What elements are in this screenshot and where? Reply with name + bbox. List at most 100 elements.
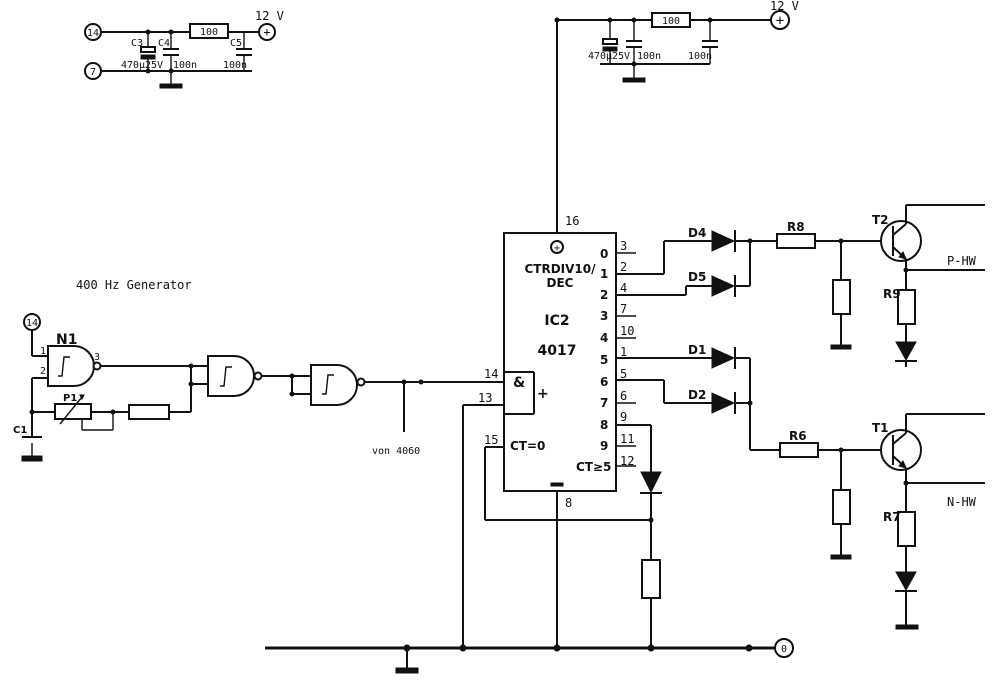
vout-terminal-right (770, 10, 790, 30)
resistor-d3-series (641, 559, 661, 599)
diode-d2-label: D2 (688, 388, 706, 402)
resistor-r8-pulldown (832, 279, 851, 315)
r8-label: R8 (787, 220, 805, 234)
node-14-label: 14 (87, 28, 99, 39)
c-right-3-value: 100n (688, 51, 712, 62)
ic2-out-4: 4 (600, 331, 608, 345)
gen-node-14-label: 14 (26, 318, 38, 329)
c4-label: C4 (158, 38, 170, 49)
diode-d4-label: D4 (688, 226, 706, 240)
ic2-pin-7: 7 (620, 302, 627, 316)
vout-terminal-left (258, 23, 276, 41)
node-0-terminal (774, 638, 794, 658)
diode-d2 (711, 392, 736, 414)
ic2-pin-3: 3 (620, 239, 627, 253)
supply-resistor-left-value: 100 (200, 27, 218, 38)
supply-filter-right: 100 + 12 V 470µ 25V 100n 100n (554, 0, 799, 233)
ground-symbol-left-supply (159, 83, 183, 89)
transistor-t1 (880, 429, 922, 471)
ground-bus: 0 (265, 638, 794, 674)
resistor-r8 (776, 233, 816, 249)
ic2-pin-1: 1 (620, 345, 627, 359)
output-stage: R8 T2 P-HW R9 R6 (776, 204, 985, 630)
diode-network: D4 D5 D1 D2 (616, 226, 780, 648)
ic2-pin-14: 14 (484, 367, 498, 381)
generator-resistor (128, 404, 170, 420)
t2-label: T2 (872, 213, 889, 227)
ic2-ct0: CT=0 (510, 439, 545, 453)
ground-symbol-main (395, 667, 419, 674)
ic2-pin-9: 9 (620, 410, 627, 424)
c1-label: C1 (13, 425, 27, 436)
ic2-pin-16: 16 (565, 214, 579, 228)
ic2-out-1: 1 (600, 267, 608, 281)
diode-d3 (640, 471, 662, 494)
diode-d1 (711, 347, 736, 369)
ic2-ct5: CT≥5 (576, 460, 611, 474)
ic2-out-7: 7 (600, 396, 608, 410)
ic2-pin-6: 6 (620, 389, 627, 403)
gate-n1 (47, 345, 95, 387)
diode-d4 (711, 230, 736, 252)
gate-n1-label: N1 (56, 332, 77, 348)
generator-section: 400 Hz Generator 14 N1 1 2 3 C1 P1 (13, 278, 504, 462)
p-hw-label: P-HW (947, 254, 977, 268)
node-7-label: 7 (90, 67, 96, 78)
ground-symbol-right-supply (622, 77, 646, 83)
led-n-hw (895, 571, 917, 592)
c3-label: C3 (131, 38, 143, 49)
ic2-vcc-symbol: + (554, 243, 560, 254)
ic2-out-3: 3 (600, 309, 608, 323)
c5-label: C5 (230, 38, 242, 49)
t1-label: T1 (872, 421, 889, 435)
generator-title: 400 Hz Generator (76, 278, 192, 292)
r9-label: R9 (883, 287, 901, 301)
ic2-output-indices: 0 1 2 3 4 5 6 7 8 9 (600, 247, 608, 453)
p1-label: P1 (63, 393, 77, 404)
ic2-4017: + CTRDIV10/ DEC IC2 4017 & + CT=0 CT≥5 1… (462, 214, 654, 648)
n-hw-label: N-HW (947, 495, 977, 509)
c4-value: 100n (173, 60, 197, 71)
ic2-and-symbol: & (513, 375, 525, 391)
ic2-part: 4017 (538, 343, 577, 359)
transistor-t2 (880, 220, 922, 262)
resistor-r6 (779, 442, 819, 458)
diode-d5-label: D5 (688, 270, 706, 284)
ic2-out-0: 0 (600, 247, 608, 261)
c-right-1-voltage: 25V (612, 51, 630, 62)
resistor-r6-pulldown (832, 489, 851, 525)
gate-n1-pin3: 3 (94, 352, 100, 363)
potentiometer-p1 (54, 403, 92, 420)
ic2-ref: IC2 (544, 313, 569, 329)
ic2-pin-13: 13 (478, 391, 492, 405)
c-right-2-value: 100n (637, 51, 661, 62)
vout-label-left: 12 V (255, 9, 284, 23)
diode-d5 (711, 275, 736, 297)
ic2-out-2: 2 (600, 288, 608, 302)
gate-n1-pin2: 2 (40, 366, 46, 377)
ic2-pin-11: 11 (620, 432, 634, 446)
ic2-pin-4: 4 (620, 281, 627, 295)
ic2-pin-10: 10 (620, 324, 634, 338)
gate-inverter-3 (310, 364, 358, 406)
ic2-out-8: 8 (600, 418, 608, 432)
ic2-body (503, 232, 617, 492)
plus-symbol-left: + (263, 25, 270, 39)
supply-filter-left: 14 100 + 12 V 7 C3 C4 C5 470 (84, 9, 284, 89)
ic2-pin-2: 2 (620, 260, 627, 274)
gate-inverter-2 (207, 355, 255, 397)
ic2-pin-8: 8 (565, 496, 572, 510)
ic2-out-5: 5 (600, 353, 608, 367)
plus-symbol-right: + (776, 13, 784, 29)
r6-label: R6 (789, 429, 807, 443)
ic2-out-9: 9 (600, 439, 608, 453)
ic2-pin-15: 15 (484, 433, 498, 447)
supply-resistor-right-value: 100 (662, 16, 680, 27)
vout-label-right: 12 V (770, 0, 799, 13)
r7-label: R7 (883, 510, 901, 524)
ic2-pin-12: 12 (620, 454, 634, 468)
supply-resistor-right (651, 12, 691, 28)
ic2-type-line1: CTRDIV10/ (524, 262, 596, 276)
ic2-type-line2: DEC (547, 276, 574, 290)
